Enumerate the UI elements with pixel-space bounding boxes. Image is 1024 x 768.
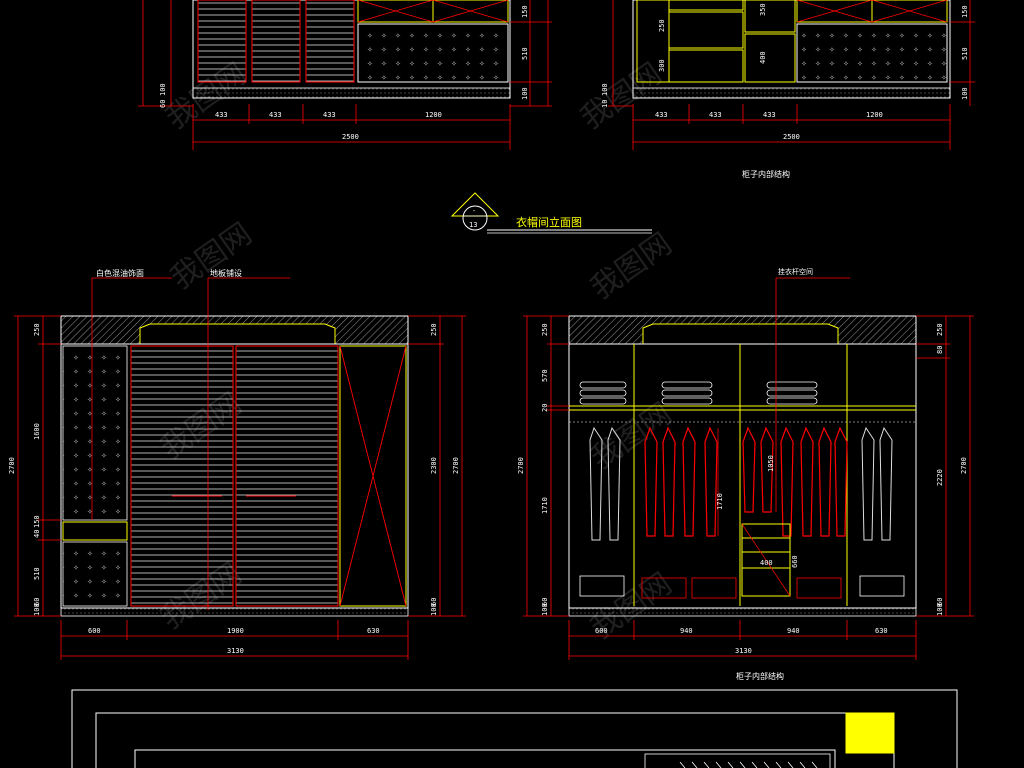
bottom-plan-frame bbox=[71, 689, 958, 768]
dim-label: 60 bbox=[33, 598, 41, 606]
dim-label: 150 bbox=[521, 5, 529, 18]
dim-total-label: 3130 bbox=[735, 647, 752, 655]
dim-label: 510 bbox=[961, 47, 969, 60]
garment-group-white-left bbox=[589, 426, 893, 541]
dim-label: 250 bbox=[658, 19, 666, 32]
dim-label: 60 bbox=[936, 598, 944, 606]
dim-label: 400 bbox=[759, 51, 767, 64]
dim-label: 2700 bbox=[960, 457, 968, 474]
dim-label: 1200 bbox=[425, 111, 442, 119]
watermark-text: 我图网 bbox=[585, 396, 679, 476]
dim-label: 2220 bbox=[936, 469, 944, 486]
dim-label: 150 bbox=[961, 5, 969, 18]
dim-label: 940 bbox=[787, 627, 800, 635]
dim-label: 100 bbox=[601, 83, 609, 96]
dim-label: 10 bbox=[601, 100, 609, 108]
dim-label: 2700 bbox=[452, 457, 460, 474]
section-marker-number: 13 bbox=[469, 221, 477, 229]
dim-label: 250 bbox=[33, 323, 41, 336]
dim-label: 2700 bbox=[517, 457, 525, 474]
dim-label: 250 bbox=[430, 323, 438, 336]
top-left-elevation: 433 433 433 1200 2500 60 100 150 510 100 bbox=[138, 0, 552, 150]
section-title-block: - 13 衣帽间立面图 bbox=[450, 192, 652, 234]
dim-label: 100 bbox=[521, 87, 529, 100]
dim-label: 300 bbox=[658, 59, 666, 72]
top-right-elevation: 250 300 350 400 433 433 433 1200 2500 10… bbox=[601, 0, 975, 179]
yellow-fill-block bbox=[845, 712, 895, 754]
drawing-title: 衣帽间立面图 bbox=[516, 215, 582, 229]
dim-label: 80 bbox=[936, 346, 944, 354]
garment-group-red bbox=[644, 426, 848, 537]
dim-label: 433 bbox=[269, 111, 282, 119]
dim-label: 433 bbox=[763, 111, 776, 119]
dim-label: 600 bbox=[88, 627, 101, 635]
dim-label: 100 bbox=[961, 87, 969, 100]
dim-label: 150 bbox=[33, 515, 41, 528]
dim-total-label: 3130 bbox=[227, 647, 244, 655]
dim-label: 433 bbox=[709, 111, 722, 119]
dim-label: 100 bbox=[936, 603, 944, 616]
dim-label: 630 bbox=[367, 627, 380, 635]
dim-label: 250 bbox=[541, 323, 549, 336]
dim-label: 510 bbox=[521, 47, 529, 60]
drawing-caption: 柜子内部结构 bbox=[736, 671, 784, 681]
dim-label: 433 bbox=[323, 111, 336, 119]
dim-label: 600 bbox=[595, 627, 608, 635]
left-elevation: 白色混油饰面 地板铺设 250 1600 150 40 510 60 100 2… bbox=[8, 268, 466, 660]
dim-label: 100 bbox=[159, 83, 167, 96]
annotation-note: 白色混油饰面 bbox=[96, 268, 144, 278]
dim-label: 1200 bbox=[866, 111, 883, 119]
dim-label: 433 bbox=[655, 111, 668, 119]
dim-label: 433 bbox=[215, 111, 228, 119]
dim-label: 1710 bbox=[541, 497, 549, 514]
dim-total-label: 2500 bbox=[342, 133, 359, 141]
dim-total-label: 2500 bbox=[783, 133, 800, 141]
dim-label: 100 bbox=[541, 603, 549, 616]
dim-label: 570 bbox=[541, 369, 549, 382]
dim-label: 100 bbox=[33, 603, 41, 616]
annotation-note: 地板铺设 bbox=[210, 268, 242, 278]
dim-label: 1050 bbox=[767, 455, 775, 472]
dim-label: 1900 bbox=[227, 627, 244, 635]
dim-label: 2300 bbox=[430, 457, 438, 474]
dim-label: 100 bbox=[430, 603, 438, 616]
watermark-text: 我图网 bbox=[165, 216, 259, 296]
annotation-note: 挂衣杆空间 bbox=[778, 267, 813, 276]
dim-label: 250 bbox=[936, 323, 944, 336]
watermark-text: 我图网 bbox=[585, 226, 679, 306]
right-elevation: 1710 挂衣杆空间 1050 400 660 250 570 20 1710 … bbox=[517, 267, 974, 681]
dim-label: 400 bbox=[760, 559, 773, 567]
dim-label: 20 bbox=[541, 404, 549, 412]
dim-label: 1600 bbox=[33, 423, 41, 440]
dim-label: 350 bbox=[759, 3, 767, 16]
dim-label: 660 bbox=[791, 555, 799, 568]
drawing-caption: 柜子内部结构 bbox=[742, 169, 790, 179]
dim-label: 510 bbox=[33, 567, 41, 580]
section-marker-top: - bbox=[472, 207, 476, 215]
dim-label: 60 bbox=[430, 598, 438, 606]
dim-label: 940 bbox=[680, 627, 693, 635]
dim-label: 2700 bbox=[8, 457, 16, 474]
dim-label: 60 bbox=[159, 100, 167, 108]
dim-label: 630 bbox=[875, 627, 888, 635]
dim-label: 40 bbox=[33, 530, 41, 538]
dim-label: 60 bbox=[541, 598, 549, 606]
dim-label: 1710 bbox=[716, 493, 724, 510]
